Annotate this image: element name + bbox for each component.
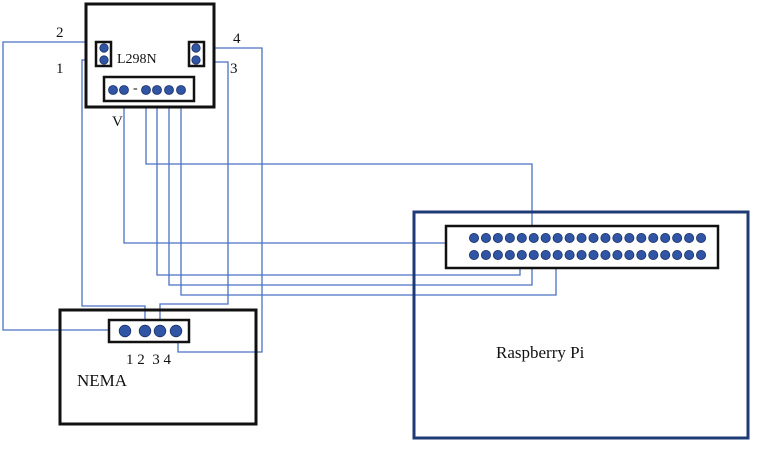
raspberry-pi-gpio-pin — [468, 232, 479, 243]
raspberry-pi-label: Raspberry Pi — [496, 343, 585, 362]
raspberry-pi-gpio-pin — [588, 249, 599, 260]
raspberry-pi-gpio-pin — [684, 232, 695, 243]
raspberry-pi-gpio-pin — [600, 232, 611, 243]
l298n-input-pin-2 — [152, 85, 162, 95]
raspberry-pi-gpio-pin — [468, 249, 479, 260]
l298n-input-pin-3 — [164, 85, 174, 95]
l298n-input-pin-1 — [141, 85, 151, 95]
raspberry-pi-gpio-pin — [528, 249, 539, 260]
raspberry-pi-gpio-pin — [516, 249, 527, 260]
l298n-label: L298N — [117, 52, 157, 67]
l298n-terminal-pin-3 — [191, 55, 201, 65]
raspberry-pi-gpio-pin — [504, 232, 515, 243]
raspberry-pi-gpio-pin — [480, 232, 491, 243]
nema-pin-2 — [138, 324, 152, 338]
wire-l298n-in3-to-pi-gpio — [168, 96, 533, 286]
raspberry-pi-gpio-pin — [660, 249, 671, 260]
nema-pin-labels: 1 2 3 4 — [126, 352, 172, 368]
raspberry-pi-gpio-pin — [696, 232, 707, 243]
raspberry-pi-gpio-pin — [552, 249, 563, 260]
raspberry-pi-gpio-pin — [504, 249, 515, 260]
raspberry-pi-gpio-pin — [528, 232, 539, 243]
raspberry-pi-gpio-pin — [612, 249, 623, 260]
label-l298n-pin-3: 3 — [230, 61, 238, 77]
l298n-terminal-pin-4 — [191, 43, 201, 53]
raspberry-pi-gpio-pin — [540, 249, 551, 260]
raspberry-pi-gpio-pin — [648, 249, 659, 260]
raspberry-pi-gpio-pin — [684, 249, 695, 260]
l298n-terminal-pin-2 — [99, 43, 109, 53]
l298n-power-pin-1 — [108, 85, 118, 95]
raspberry-pi: Raspberry Pi — [412, 210, 750, 440]
raspberry-pi-gpio-pin — [624, 249, 635, 260]
l298n-terminal-pin-1 — [99, 55, 109, 65]
raspberry-pi-gpio-pin — [564, 232, 575, 243]
l298n-power-pin-2 — [119, 85, 129, 95]
wire-l298n-in4-to-pi-gpio — [180, 96, 557, 296]
raspberry-pi-gpio-pin — [648, 232, 659, 243]
l298n-input-pin-4 — [176, 85, 186, 95]
raspberry-pi-gpio-pin — [480, 249, 491, 260]
raspberry-pi-gpio-pin — [636, 232, 647, 243]
nema-pin-1 — [118, 324, 132, 338]
label-l298n-pin-1: 1 — [56, 61, 64, 77]
l298n-header-dash: - — [133, 81, 138, 96]
label-l298n-pin-4: 4 — [233, 31, 241, 47]
nema-label: NEMA — [77, 371, 128, 390]
raspberry-pi-gpio-pin — [672, 232, 683, 243]
nema-outline — [58, 308, 258, 426]
wire-l298n-out4-to-nema-4 — [177, 47, 263, 353]
raspberry-pi-gpio-pin — [576, 249, 587, 260]
raspberry-pi-gpio-pin — [588, 232, 599, 243]
raspberry-pi-gpio-pin — [552, 232, 563, 243]
pins — [99, 43, 707, 338]
raspberry-pi-gpio-pin — [540, 232, 551, 243]
raspberry-pi-gpio-pin — [492, 249, 503, 260]
raspberry-pi-gpio-header — [444, 224, 720, 270]
nema-motor: 1 2 3 4 NEMA — [58, 308, 258, 426]
raspberry-pi-gpio-pin — [492, 232, 503, 243]
nema-pin-3 — [153, 324, 167, 338]
raspberry-pi-gpio-pin — [612, 232, 623, 243]
label-l298n-pin-2: 2 — [56, 25, 64, 41]
l298n-partial-label: V — [112, 114, 123, 130]
raspberry-pi-outline — [412, 210, 750, 440]
raspberry-pi-gpio-pin — [564, 249, 575, 260]
raspberry-pi-gpio-pin — [576, 232, 587, 243]
wire-l298n-in1-to-pi-gpio — [145, 96, 533, 236]
wire-l298n-vplus-to-pi-gpio — [123, 96, 533, 244]
raspberry-pi-gpio-pin — [660, 232, 671, 243]
raspberry-pi-gpio-pin — [600, 249, 611, 260]
l298n-board: L298N - V — [84, 2, 216, 130]
raspberry-pi-gpio-pin — [672, 249, 683, 260]
nema-pin-4 — [169, 324, 183, 338]
raspberry-pi-gpio-pin — [516, 232, 527, 243]
raspberry-pi-gpio-pin — [696, 249, 707, 260]
raspberry-pi-gpio-pin — [624, 232, 635, 243]
raspberry-pi-gpio-pin — [636, 249, 647, 260]
